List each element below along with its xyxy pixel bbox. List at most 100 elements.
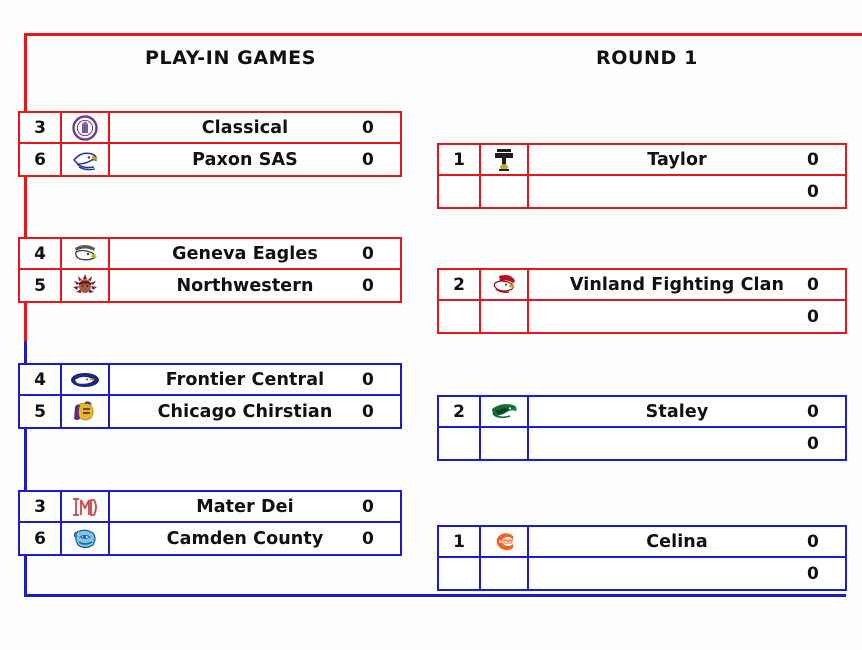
frontier-falcon-logo (62, 365, 110, 394)
team-score[interactable]: 0 (362, 496, 374, 517)
frame-bottom-border (24, 594, 846, 597)
team-name: Classical (201, 117, 289, 138)
play-in-match-1[interactable]: 3 Classical 0 6 (18, 111, 402, 177)
team-name (529, 301, 807, 332)
team-name: Staley (645, 401, 709, 422)
seed-number: 5 (20, 396, 62, 427)
vinland-warrior-logo (481, 270, 529, 299)
table-row[interactable]: 1 BOBCATS Celina 0 (439, 527, 845, 558)
team-name: Chicago Chirstian (157, 401, 333, 422)
frame-left-border-red (24, 33, 27, 341)
team-name: Vinland Fighting Clan (569, 274, 785, 295)
team-score[interactable]: 0 (807, 306, 819, 327)
table-row[interactable]: 4 Geneva Eagles 0 (20, 239, 400, 270)
seed-number: 1 (439, 145, 481, 174)
mater-dei-monogram-icon (73, 497, 97, 516)
chicago-christian-knight-logo (62, 396, 110, 427)
seed-number: 6 (20, 523, 62, 554)
play-in-match-4[interactable]: 3 Mater Dei 0 6 (18, 490, 402, 556)
table-row[interactable]: 0 (439, 301, 845, 332)
paxon-eagle-icon (73, 152, 98, 170)
seed-number: 3 (20, 492, 62, 521)
seed-number (439, 301, 481, 332)
camden-county-bulldog-logo (62, 523, 110, 554)
team-score[interactable]: 0 (362, 369, 374, 390)
team-score[interactable]: 0 (807, 531, 819, 552)
mater-dei-monogram-logo (62, 492, 110, 521)
team-score[interactable]: 0 (807, 181, 819, 202)
team-score[interactable]: 0 (362, 401, 374, 422)
frontier-falcon-icon (71, 372, 99, 387)
celina-bobcats-logo: BOBCATS (481, 527, 529, 556)
seed-number: 6 (20, 144, 62, 175)
geneva-eagle-logo (62, 239, 110, 268)
table-row[interactable]: 6 Camden County 0 (20, 523, 400, 554)
team-score[interactable]: 0 (807, 563, 819, 584)
table-row[interactable]: 6 Paxon SAS 0 (20, 144, 400, 175)
seed-number: 4 (20, 239, 62, 268)
team-score[interactable]: 0 (807, 433, 819, 454)
team-name (529, 428, 807, 459)
table-row[interactable]: 5 Chicago Chirstian 0 (20, 396, 400, 427)
table-row[interactable]: 4 Frontier Central 0 (20, 365, 400, 396)
staley-falcon-logo (481, 397, 529, 426)
team-name (529, 558, 807, 589)
seed-number: 5 (20, 270, 62, 301)
seed-number (439, 558, 481, 589)
team-score[interactable]: 0 (362, 528, 374, 549)
empty-logo-slot (481, 558, 529, 589)
round-1-match-2[interactable]: 2 Vinland Fighting Clan 0 0 (437, 268, 847, 334)
empty-logo-slot (481, 301, 529, 332)
round-1-match-3[interactable]: 2 Staley 0 0 (437, 395, 847, 461)
svg-text:BOBCATS: BOBCATS (499, 539, 516, 543)
play-in-games-heading: PLAY-IN GAMES (145, 47, 317, 69)
table-row[interactable]: 5 Northwestern 0 (20, 270, 400, 301)
team-name: Geneva Eagles (172, 243, 318, 264)
team-score[interactable]: 0 (362, 275, 374, 296)
round-1-match-4[interactable]: 1 BOBCATS Celina 0 0 (437, 525, 847, 591)
table-row[interactable]: 2 Staley 0 (439, 397, 845, 428)
table-row[interactable]: 0 (439, 558, 845, 589)
team-name: Mater Dei (196, 496, 294, 517)
seed-number: 2 (439, 270, 481, 299)
round-1-heading: ROUND 1 (596, 47, 698, 69)
seed-number: 3 (20, 113, 62, 142)
team-name (529, 176, 807, 207)
team-name: Frontier Central (165, 369, 325, 390)
table-row[interactable]: 2 Vinland Fighting Clan 0 (439, 270, 845, 301)
seed-number: 4 (20, 365, 62, 394)
team-name: Northwestern (176, 275, 314, 296)
seed-number: 1 (439, 527, 481, 556)
play-in-match-2[interactable]: 4 Geneva Eagles 0 5 (18, 237, 402, 303)
vinland-warrior-icon (493, 274, 515, 293)
classical-seal-icon (72, 114, 98, 141)
table-row[interactable]: 1 Taylor 0 (439, 145, 845, 176)
seed-number: 2 (439, 397, 481, 426)
table-row[interactable]: 0 (439, 428, 845, 459)
play-in-match-3[interactable]: 4 Frontier Central 0 5 (18, 363, 402, 429)
frame-left-border-blue (24, 341, 27, 597)
team-score[interactable]: 0 (362, 243, 374, 264)
team-name: Camden County (166, 528, 324, 549)
team-name: Celina (646, 531, 708, 552)
empty-logo-slot (481, 428, 529, 459)
camden-county-bulldog-icon (73, 529, 96, 548)
team-score[interactable]: 0 (807, 149, 819, 170)
team-score[interactable]: 0 (362, 149, 374, 170)
seed-number (439, 176, 481, 207)
frame-top-border (24, 33, 862, 36)
table-row[interactable]: 3 Mater Dei 0 (20, 492, 400, 523)
team-name: Taylor (647, 149, 707, 170)
team-score[interactable]: 0 (807, 274, 819, 295)
chicago-christian-knight-icon (74, 400, 94, 420)
empty-logo-slot (481, 176, 529, 207)
classical-seal-logo (62, 113, 110, 142)
table-row[interactable]: 0 (439, 176, 845, 207)
round-1-match-1[interactable]: 1 Taylor 0 0 (437, 143, 847, 209)
team-score[interactable]: 0 (807, 401, 819, 422)
team-score[interactable]: 0 (362, 117, 374, 138)
table-row[interactable]: 3 Classical 0 (20, 113, 400, 144)
northwestern-warrior-logo (62, 270, 110, 301)
staley-falcon-icon (492, 403, 517, 418)
